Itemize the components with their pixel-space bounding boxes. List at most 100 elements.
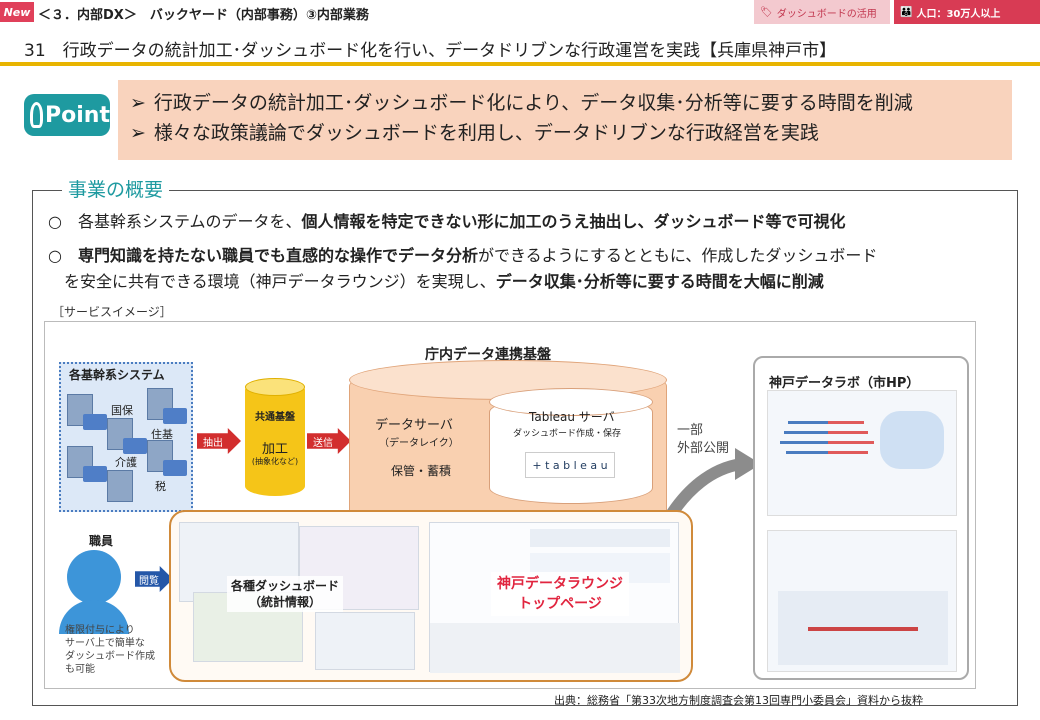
publish-line-1: 一部 [677,423,704,438]
tag-population: 👪 人口：30万人以上 [894,0,1040,24]
tableau-cylinder-top [489,388,653,416]
kobe-data-lab-title: 神戸データラボ（市HP） [769,376,920,391]
folder-icon [123,438,147,454]
dashboards-label: 各種ダッシュボード （統計情報） [227,576,344,612]
lounge-label: 神戸データラウンジ トップページ [491,572,629,616]
tag-dashboard-label: ダッシュボードの活用 [776,8,877,20]
bullet-bold: 専門知識を持たない職員でも直感的な操作でデータ分析 [77,246,478,265]
title-underline [0,62,1040,66]
lounge-line: 神戸データラウンジ [497,576,623,592]
bullet-text: ができるようにするとともに、作成したダッシュボード [477,246,878,265]
core-systems-title: 各基幹系システム [69,368,165,382]
dashboard-screenshot [315,612,415,670]
tableau-note: ダッシュボード作成・保存 [513,429,622,439]
data-server-label: データサーバ [375,418,453,433]
bullet-text: ○ 各基幹系システムのデータを、 [48,212,302,231]
map-thumbnail [880,411,944,469]
source-citation: 出典：総務省「第33次地方制度調査会第13回専門小委員会」資料から抜粋 [554,694,923,707]
point-logo: Point [24,94,110,136]
folder-icon [163,408,187,424]
bullet-bold: データ収集･分析等に要する時間を大幅に削減 [495,272,824,291]
send-arrow: 送信 [307,428,351,454]
data-lake-label: （データレイク） [379,438,459,449]
pyramid-bar [780,441,828,444]
staff-note: 権限付与により サーバ上で簡単な ダッシュボード作成 も可能 [65,624,155,676]
point-item-text: 様々な政策議論でダッシュボードを利用し、データドリブンな行政経営を実践 [153,122,819,144]
folder-icon [83,414,107,430]
bullet-text: を安全に共有できる環境（神戸データラウンジ）を実現し、 [64,272,496,291]
overview-frame [32,190,1018,706]
page-title: 31 行政データの統計加工･ダッシュボード化を行い、データドリブンな行政運営を実… [24,41,837,61]
system-tag: 住基 [151,428,173,441]
system-tag: 税 [155,480,166,493]
dashboards-line: 各種ダッシュボード [231,579,340,593]
storage-label: 保管・蓄積 [391,464,452,478]
point-logo-text: Point [45,102,110,128]
server-icon [67,446,93,478]
pyramid-bar [828,421,864,424]
kobe-lab-screenshot [767,390,957,516]
service-image-label: ［サービスイメージ］ [52,305,172,319]
publish-arrow-head [735,448,761,480]
point-item: ➢ 様々な政策議論でダッシュボードを利用し、データドリブンな行政経営を実践 [130,118,1000,148]
overview-bullet-2-cont: を安全に共有できる環境（神戸データラウンジ）を実現し、データ収集･分析等に要する… [64,268,824,292]
common-base-cylinder-top [245,378,305,396]
tag-population-label: 人口：30万人以上 [916,8,1001,20]
pyramid-bar [786,451,828,454]
overview-bullet-1: ○ 各基幹系システムのデータを、個人情報を特定できない形に加工のうえ抽出し、ダッ… [48,208,846,232]
process-label: 加工 [261,442,288,457]
pyramid-bar [828,441,874,444]
view-label: 閲覧 [139,575,159,587]
common-base-cylinder [245,380,305,496]
map-route [808,627,918,631]
pyramid-bar [828,431,868,434]
bullet-mark: ○ [48,246,78,265]
folder-icon [83,466,107,482]
extract-label: 抽出 [203,437,223,449]
overview-label: 事業の概要 [62,175,170,202]
overview-bullet-2: ○ 専門知識を持たない職員でも直感的な操作でデータ分析ができるようにするとともに… [48,242,877,266]
kobe-lab-screenshot [767,530,957,672]
kpi-strip [530,529,670,547]
staff-note-line: サーバ上で簡単な [65,638,145,649]
tableau-server-label: Tableau サーバ [529,410,615,424]
point-item: ➢ 行政データの統計加工･ダッシュボード化により、データ収集･分析等に要する時間を… [130,88,1000,118]
platform-title: 庁内データ連携基盤 [425,347,551,363]
tableau-logo: + t a b l e a u [525,452,615,478]
extract-arrow: 抽出 [197,428,241,454]
point-item-text: 行政データの統計加工･ダッシュボード化により、データ収集･分析等に要する時間を削… [153,92,913,114]
dashboards-line: （統計情報） [249,595,322,609]
section-title: ＜３．内部DX＞ バックヤード（内部事務）③内部業務 [38,8,369,23]
publish-label: 一部 外部公開 [677,422,729,458]
arrow-bullet-icon: ➢ [130,122,146,144]
lounge-line: トップページ [518,596,602,612]
system-tag: 介護 [115,456,137,469]
header-bar: New ＜３．内部DX＞ バックヤード（内部事務）③内部業務 🏷 ダッシュボード… [0,0,1040,26]
send-label: 送信 [313,437,333,449]
server-icon [107,418,133,450]
bullet-bold: 個人情報を特定できない形に加工のうえ抽出し、ダッシュボード等で可視化 [301,212,846,231]
person-icon [67,550,121,604]
new-badge: New [0,2,34,22]
server-icon [107,470,133,502]
process-note: (抽象化など) [251,457,299,466]
tag-icon: 🏷 [760,6,773,18]
lightbulb-icon [30,102,44,128]
staff-label: 職員 [89,534,114,548]
folder-icon [163,460,187,476]
staff-note-line: 権限付与により [65,625,135,636]
people-icon: 👪 [900,6,913,18]
staff-note-line: も可能 [65,664,95,675]
tag-dashboard: 🏷 ダッシュボードの活用 [754,0,890,24]
service-diagram: 各基幹系システム 国保 住基 介護 税 抽出 共通基盤 加工 (抽象化など) 送… [44,321,976,689]
common-base-label: 共通基盤 [255,412,295,423]
pyramid-bar [784,431,828,434]
publish-line-2: 外部公開 [677,441,730,456]
pyramid-bar [828,451,868,454]
pyramid-bar [788,421,828,424]
system-tag: 国保 [111,404,133,417]
arrow-bullet-icon: ➢ [130,92,146,114]
point-box: ➢ 行政データの統計加工･ダッシュボード化により、データ収集･分析等に要する時間を… [118,80,1012,160]
list-area [430,623,680,673]
view-arrow: 閲覧 [135,566,173,592]
